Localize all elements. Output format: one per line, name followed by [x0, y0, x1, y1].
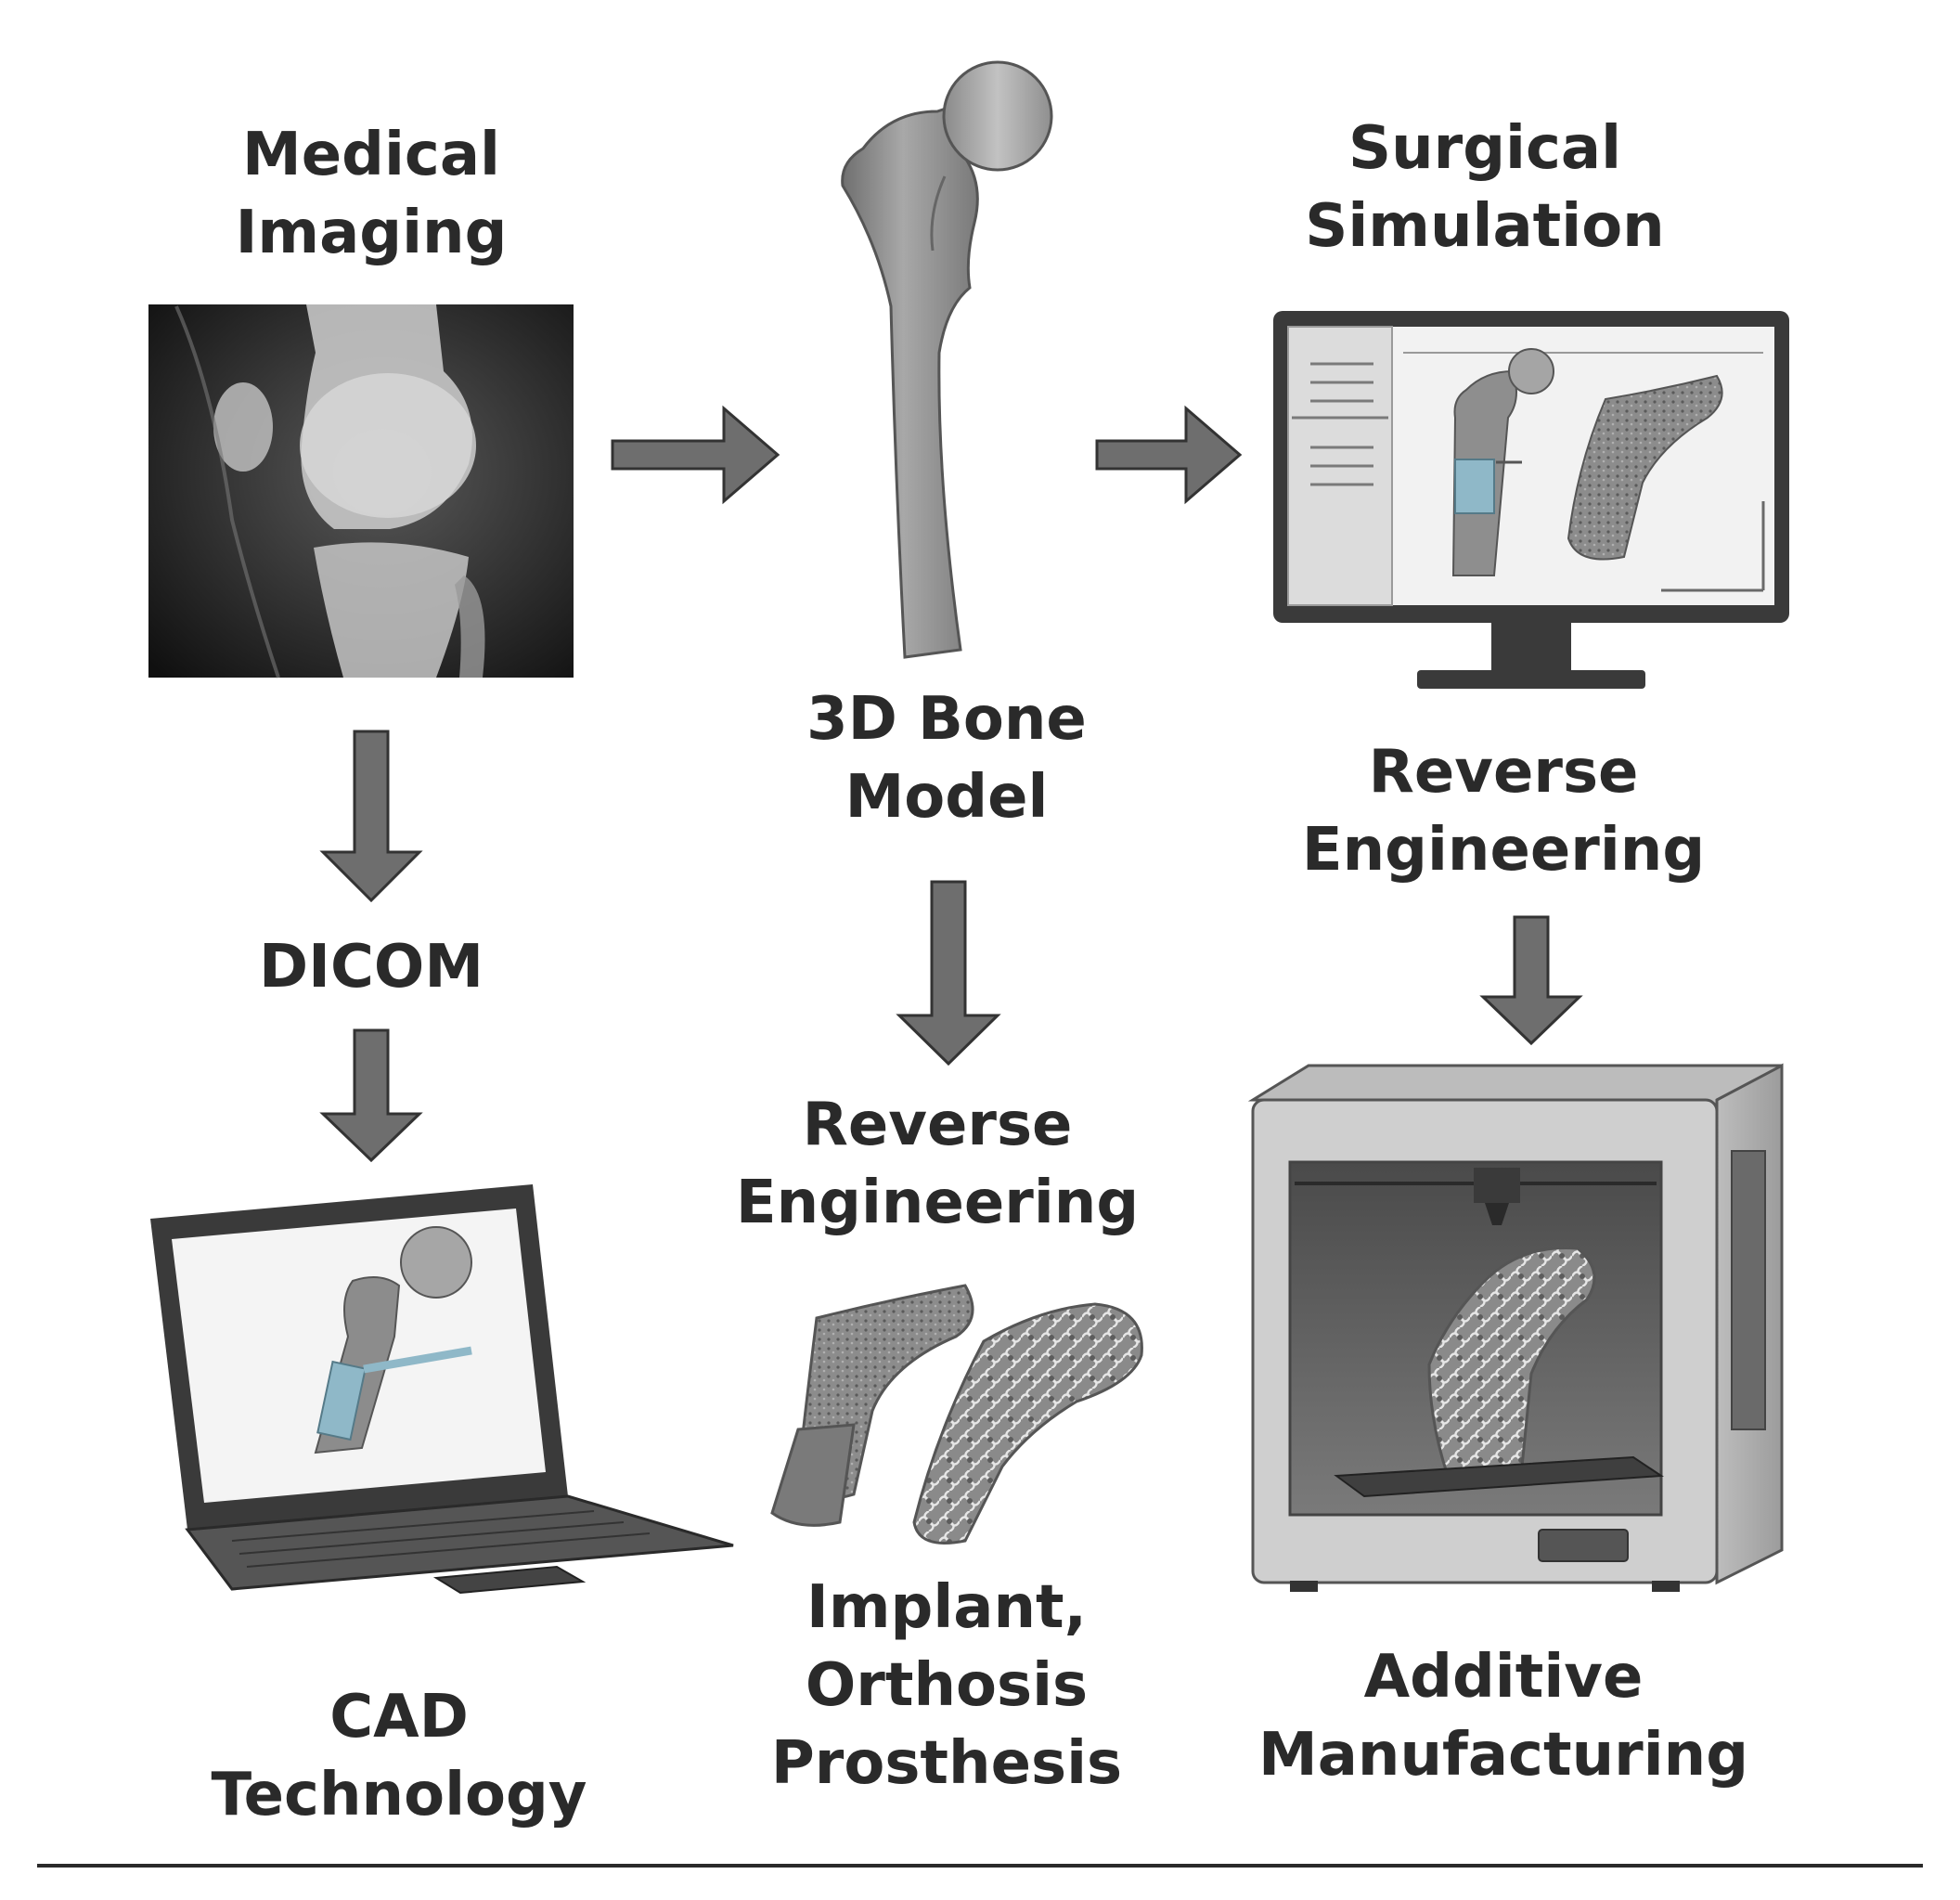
label-implant-orthosis-prosthesis: Implant, Orthosis Prosthesis: [733, 1569, 1160, 1803]
3d-printer: [1247, 1063, 1784, 1592]
label-line: Reverse: [1368, 738, 1639, 807]
label-line: CAD: [329, 1683, 469, 1751]
label-line: Orthosis: [805, 1651, 1089, 1720]
label-dicom: DICOM: [186, 928, 557, 1006]
label-cad-technology: CAD Technology: [167, 1678, 631, 1834]
arrow-down-2: [319, 1028, 423, 1163]
label-line: DICOM: [259, 933, 484, 1002]
label-line: 3D Bone: [806, 685, 1087, 754]
label-line: Implant,: [806, 1573, 1087, 1642]
arrow-down-3: [896, 880, 1001, 1066]
label-line: Imaging: [235, 199, 508, 267]
label-line: Additive: [1363, 1643, 1644, 1712]
label-line: Model: [845, 763, 1049, 832]
arrow-down-4: [1479, 915, 1583, 1046]
femur-model: [841, 60, 1053, 659]
label-surgical-simulation: Surgical Simulation: [1299, 110, 1670, 265]
cad-laptop: [150, 1184, 734, 1595]
label-reverse-engineering-center: Reverse Engineering: [724, 1086, 1151, 1242]
implant-samples: [770, 1284, 1143, 1545]
label-line: Surgical: [1348, 114, 1622, 183]
label-line: Manufacturing: [1258, 1721, 1748, 1790]
arrow-right-1: [611, 405, 780, 505]
arrows: [319, 405, 1583, 1163]
label-medical-imaging: Medical Imaging: [186, 116, 557, 272]
label-reverse-engineering-right: Reverse Engineering: [1290, 733, 1717, 889]
xray-image: [148, 304, 574, 679]
label-line: Medical: [242, 121, 500, 189]
surgical-monitor: [1273, 311, 1789, 689]
label-additive-manufacturing: Additive Manufacturing: [1225, 1638, 1782, 1794]
label-line: Simulation: [1305, 192, 1665, 261]
arrow-down-1: [319, 730, 423, 903]
label-line: Technology: [211, 1761, 587, 1829]
label-line: Engineering: [1301, 816, 1706, 885]
label-line: Reverse: [802, 1091, 1073, 1159]
label-line: Prosthesis: [770, 1729, 1123, 1798]
label-line: Engineering: [735, 1169, 1140, 1237]
arrow-right-2: [1095, 405, 1243, 505]
label-3d-bone-model: 3D Bone Model: [761, 680, 1132, 836]
